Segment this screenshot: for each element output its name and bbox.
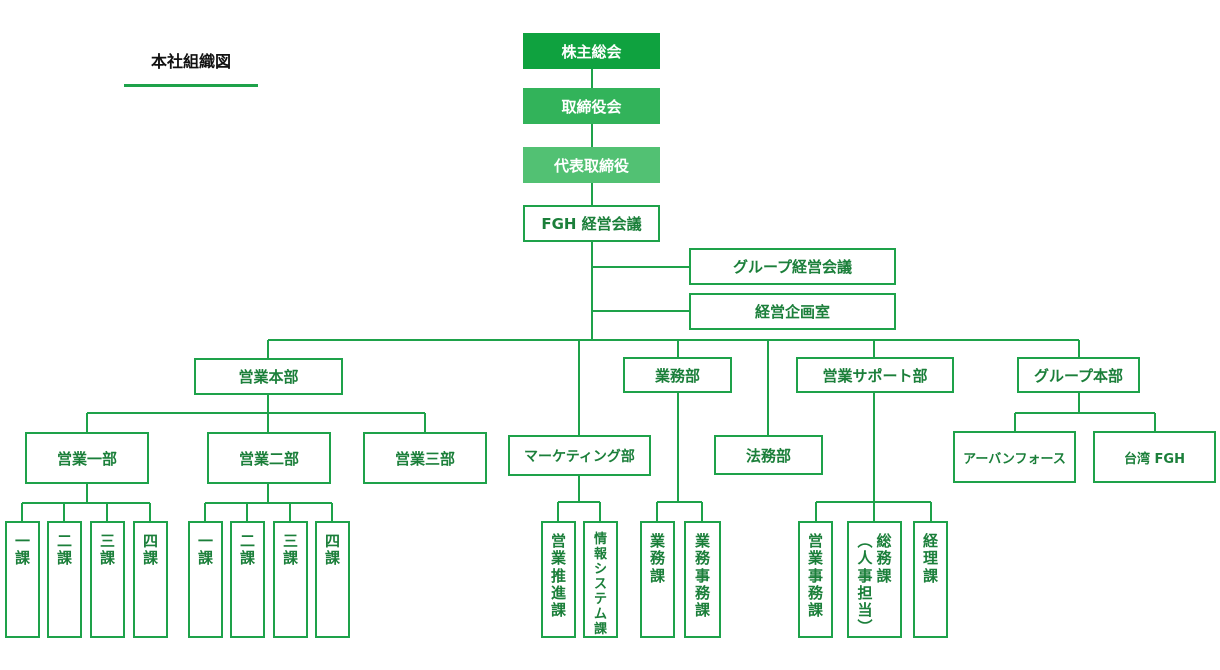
section-label: 三課	[282, 532, 298, 568]
group-meeting-box: グループ経営会議	[689, 248, 896, 285]
section-label: 四課	[142, 532, 158, 568]
sales2-section-3: 三課	[273, 521, 308, 638]
accounting-section: 経理課	[913, 521, 948, 638]
sales1-section-2: 二課	[47, 521, 82, 638]
title-underline	[124, 84, 258, 87]
section-label: 営業事務課	[807, 532, 823, 619]
section-label: 業務課	[649, 532, 665, 585]
section-label: 四課	[324, 532, 340, 568]
sales3-box: 営業三部	[363, 432, 487, 484]
sales-admin-section: 営業事務課	[798, 521, 833, 638]
sales-hq-box: 営業本部	[194, 358, 343, 395]
business-admin-section: 業務事務課	[684, 521, 721, 638]
planning-box: 経営企画室	[689, 293, 896, 330]
sales1-section-3: 三課	[90, 521, 125, 638]
urban-force-box: アーバンフォース	[953, 431, 1076, 483]
section-label: 総務課	[876, 532, 892, 585]
info-system-section: 情報システム課	[583, 521, 618, 638]
sales2-section-1: 一課	[188, 521, 223, 638]
section-label: 経理課	[922, 532, 938, 585]
section-label: 二課	[239, 532, 255, 568]
group-hq-box: グループ本部	[1017, 357, 1140, 393]
general-affairs-section: ︵人事担当︶総務課	[847, 521, 902, 638]
sales2-box: 営業二部	[207, 432, 331, 484]
fgh-meeting-box: FGH 経営会議	[523, 205, 660, 242]
section-label: 一課	[14, 532, 30, 568]
sales2-section-4: 四課	[315, 521, 350, 638]
sales-promo-section: 営業推進課	[541, 521, 576, 638]
shareholders-box: 株主総会	[523, 33, 660, 69]
section-label: 営業推進課	[550, 532, 566, 619]
taiwan-fgh-box: 台湾 FGH	[1093, 431, 1216, 483]
legal-box: 法務部	[714, 435, 823, 475]
business-section: 業務課	[640, 521, 675, 638]
section-label: 二課	[56, 532, 72, 568]
business-box: 業務部	[623, 357, 732, 393]
president-box: 代表取締役	[523, 147, 660, 183]
chart-title: 本社組織図	[150, 52, 231, 71]
section-label: 情報システム課	[593, 532, 607, 637]
sales2-section-2: 二課	[230, 521, 265, 638]
sales1-box: 営業一部	[25, 432, 149, 484]
marketing-box: マーケティング部	[508, 435, 651, 476]
board-box: 取締役会	[523, 88, 660, 124]
section-label: 業務事務課	[694, 532, 710, 619]
sales-support-box: 営業サポート部	[796, 357, 954, 393]
section-label: 三課	[99, 532, 115, 568]
sales1-section-1: 一課	[5, 521, 40, 638]
sales1-section-4: 四課	[133, 521, 168, 638]
section-note: ︵人事担当︶	[857, 532, 873, 637]
section-label: 一課	[197, 532, 213, 568]
